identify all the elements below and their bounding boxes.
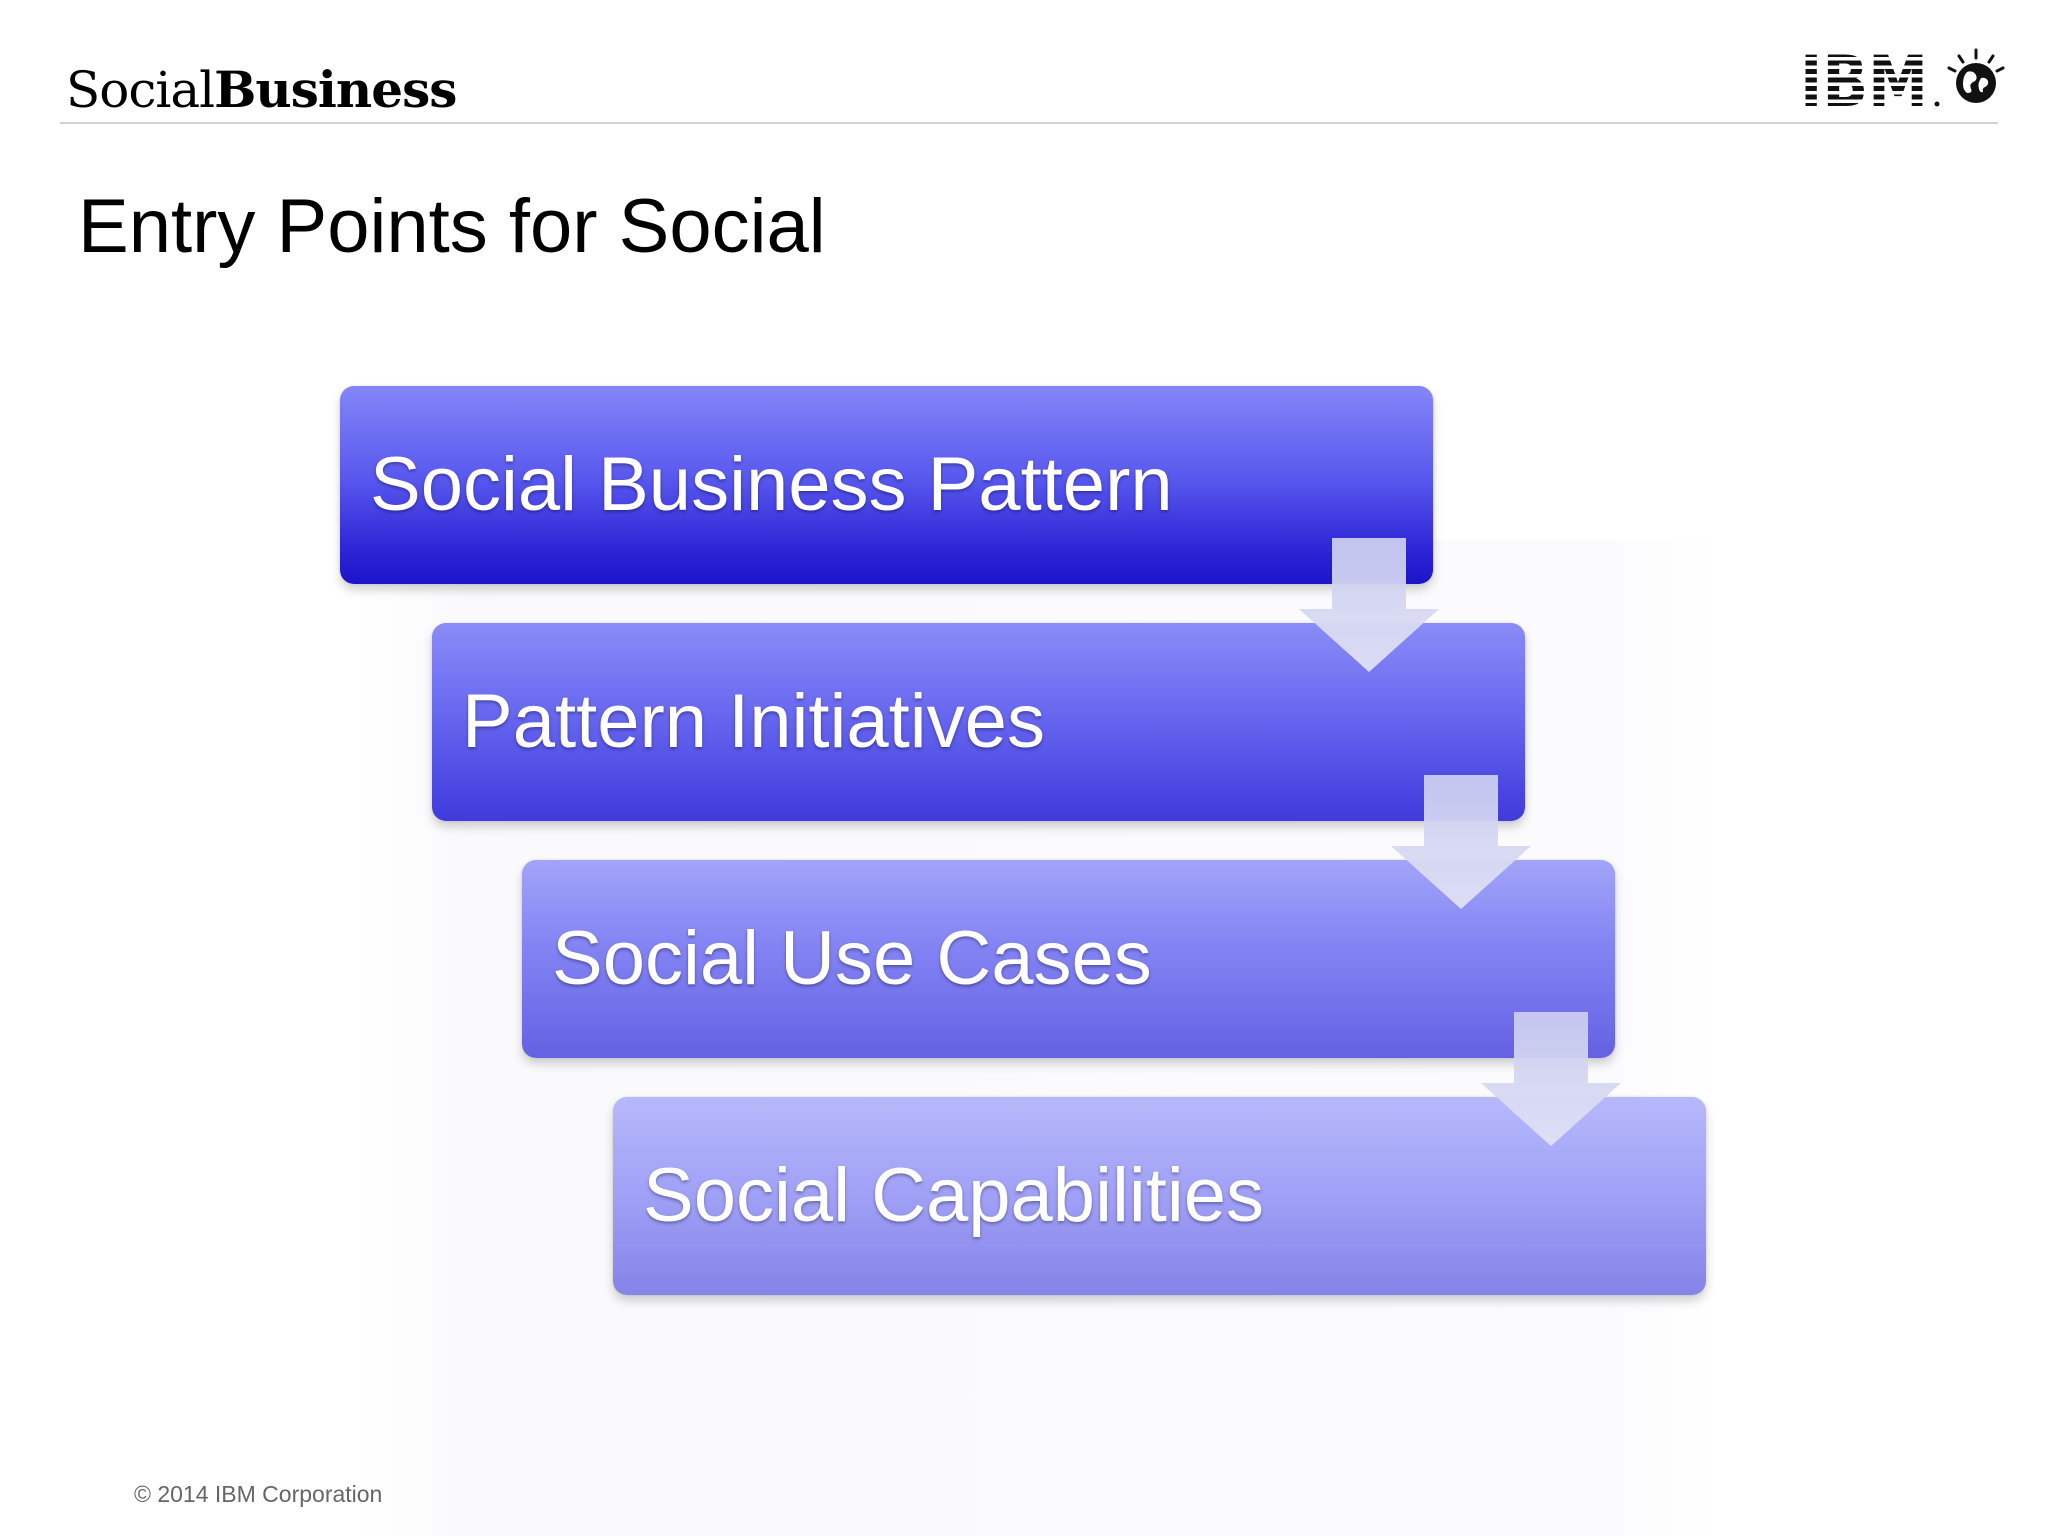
arrow-down-icon <box>1481 1012 1621 1146</box>
step-label: Social Capabilities <box>643 1153 1264 1238</box>
page-title: Entry Points for Social <box>78 184 826 269</box>
arrow-down-icon <box>1299 538 1439 672</box>
header-divider <box>60 122 1998 124</box>
arrow-down-icon <box>1391 775 1531 909</box>
step-pattern-initiatives: Pattern Initiatives <box>432 623 1525 821</box>
copyright-text: © 2014 IBM Corporation <box>134 1481 383 1507</box>
step-label: Pattern Initiatives <box>462 679 1045 764</box>
social-business-brand: SocialBusiness <box>66 60 457 119</box>
step-social-business-pattern: Social Business Pattern <box>340 386 1433 584</box>
step-label: Social Use Cases <box>552 916 1152 1001</box>
step-label: Social Business Pattern <box>370 442 1173 527</box>
brand-social-text: Social <box>66 61 215 119</box>
step-social-use-cases: Social Use Cases <box>522 860 1615 1058</box>
brand-business-text: Business <box>214 60 457 119</box>
globe-icon <box>1947 48 2005 103</box>
ibm-logo-icon: IBM <box>1800 52 1940 108</box>
ibm-logo-text: IBM <box>1800 52 1928 108</box>
step-social-capabilities: Social Capabilities <box>613 1097 1706 1295</box>
